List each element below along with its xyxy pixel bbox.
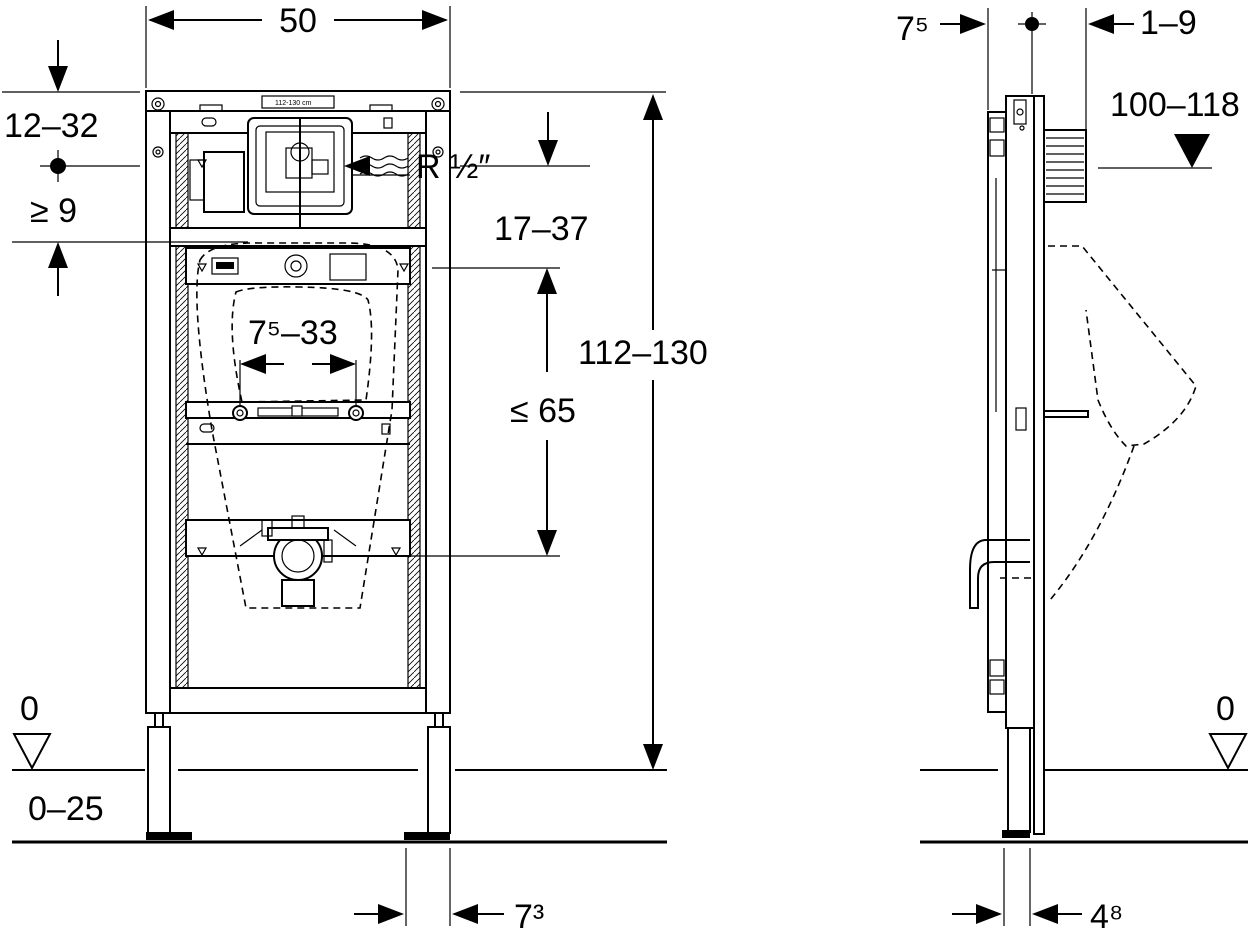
flush-actuator-body — [1043, 129, 1087, 203]
wall-panel — [1033, 95, 1045, 835]
fixing-bolt-left — [232, 405, 248, 421]
urinal-bowl-outline — [231, 286, 373, 403]
side-view: 7⁵ 1–9 100–118 0 4⁸ — [896, 4, 1248, 936]
fixing-bolt-right — [348, 405, 364, 421]
supply-valve-box — [169, 117, 427, 247]
actuator-height-marker — [1174, 134, 1210, 168]
min-dimension: ≥ 9 — [30, 192, 77, 230]
wall-offset-dimension: 7⁵ — [896, 10, 929, 48]
fixing-spacing-dimension: 7⁵–33 — [248, 314, 338, 352]
side-frame-post — [1005, 95, 1035, 729]
foot-depth-dimension: 4⁸ — [1090, 898, 1123, 936]
front-view: 112-130 cm — [2, 2, 708, 936]
height-dimension: 112–130 — [578, 334, 708, 372]
nameplate-text: 112-130 cm — [275, 100, 312, 107]
side-floor-level-marker — [1208, 733, 1248, 771]
side-drain-pipe — [969, 539, 1030, 609]
floor-level-label: 0 — [20, 690, 39, 728]
floor-level-marker — [12, 733, 52, 771]
side-urinal-outline — [1049, 445, 1135, 601]
floor-adjust-dimension: 0–25 — [28, 790, 104, 828]
width-dimension: 50 — [279, 2, 317, 40]
actuator-height-dimension: 100–118 — [1110, 86, 1240, 124]
max-drain-dimension: ≤ 65 — [510, 392, 576, 430]
top-offset-dimension: 12–32 — [4, 107, 99, 145]
urinal-outline — [196, 242, 399, 609]
drain-offset-dimension: 17–37 — [494, 210, 589, 248]
foot-dimension: 7³ — [514, 898, 544, 936]
side-urinal-outline — [1048, 245, 1197, 447]
side-floor-level-label: 0 — [1216, 690, 1235, 728]
side-foot — [1007, 727, 1031, 833]
side-fixing-bolt — [1043, 410, 1089, 418]
drain-connection — [239, 515, 357, 607]
supply-connection-label: R ½″ — [416, 148, 490, 186]
cover-dimension: 1–9 — [1140, 4, 1197, 42]
